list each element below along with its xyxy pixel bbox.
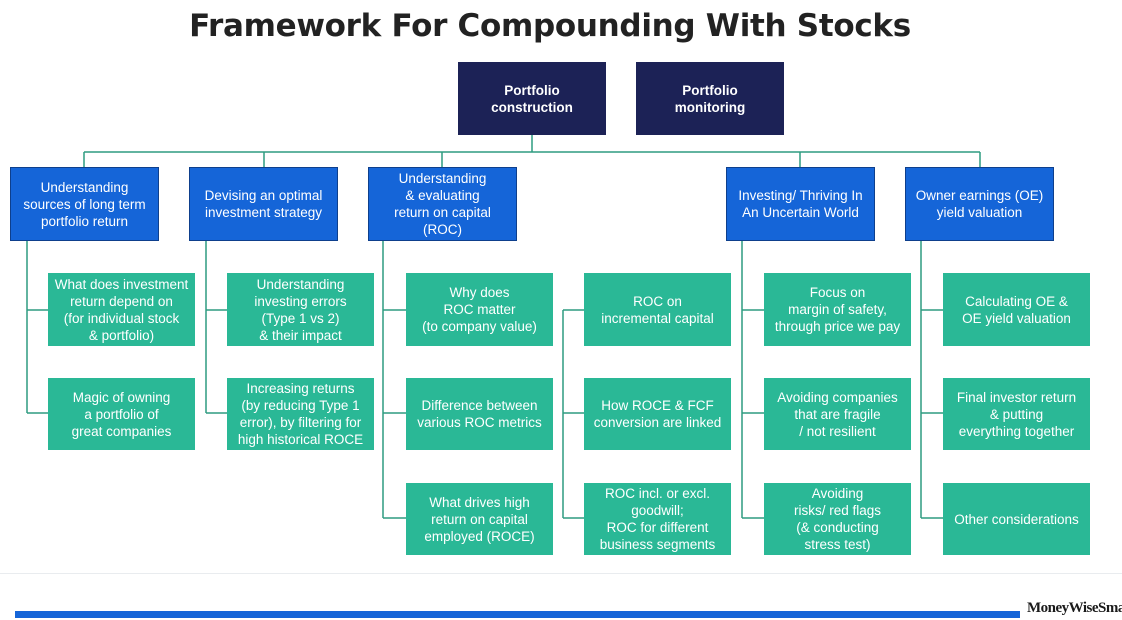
item-calculating-oe: Calculating OE & OE yield valuation: [943, 273, 1090, 346]
category-long-term-return: Understanding sources of long term portf…: [10, 167, 159, 241]
item-magic-of-owning: Magic of owning a portfolio of great com…: [48, 378, 195, 450]
footer-divider: [0, 573, 1122, 574]
item-investment-return-depend: What does investment return depend on (f…: [48, 273, 195, 346]
brand-logo: MoneyWiseSmart: [1027, 600, 1122, 616]
item-drives-high-roce: What drives high return on capital emplo…: [406, 483, 553, 555]
portfolio-construction-node: Portfolio construction: [458, 62, 606, 135]
item-why-roc-matters: Why does ROC matter (to company value): [406, 273, 553, 346]
category-uncertain-world: Investing/ Thriving In An Uncertain Worl…: [726, 167, 875, 241]
category-oe-yield-valuation: Owner earnings (OE) yield valuation: [905, 167, 1054, 241]
item-roc-incremental-capital: ROC on incremental capital: [584, 273, 731, 346]
category-return-on-capital: Understanding & evaluating return on cap…: [368, 167, 517, 241]
item-roc-metrics-difference: Difference between various ROC metrics: [406, 378, 553, 450]
item-avoid-fragile-companies: Avoiding companies that are fragile / no…: [764, 378, 911, 450]
portfolio-monitoring-node: Portfolio monitoring: [636, 62, 784, 135]
footer-accent-bar: [15, 611, 1020, 618]
item-final-investor-return: Final investor return & putting everythi…: [943, 378, 1090, 450]
item-avoid-red-flags: Avoiding risks/ red flags (& conducting …: [764, 483, 911, 555]
item-increasing-returns: Increasing returns (by reducing Type 1 e…: [227, 378, 374, 450]
item-other-considerations: Other considerations: [943, 483, 1090, 555]
item-margin-of-safety: Focus on margin of safety, through price…: [764, 273, 911, 346]
item-investing-errors: Understanding investing errors (Type 1 v…: [227, 273, 374, 346]
category-investment-strategy: Devising an optimal investment strategy: [189, 167, 338, 241]
item-roce-fcf-linked: How ROCE & FCF conversion are linked: [584, 378, 731, 450]
page-title: Framework For Compounding With Stocks: [189, 8, 911, 44]
item-roc-goodwill-segments: ROC incl. or excl. goodwill; ROC for dif…: [584, 483, 731, 555]
